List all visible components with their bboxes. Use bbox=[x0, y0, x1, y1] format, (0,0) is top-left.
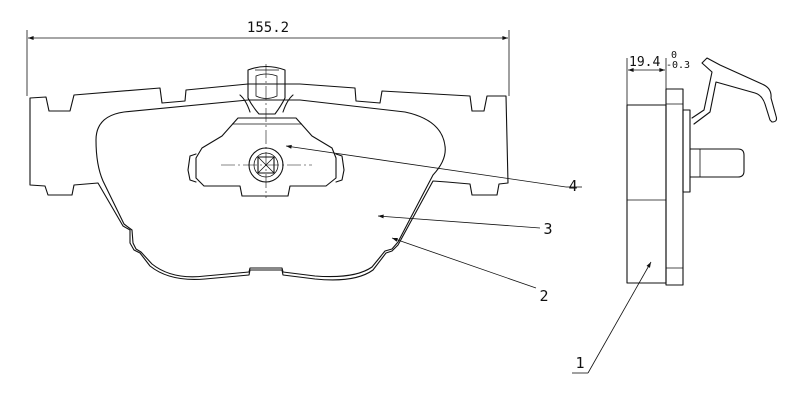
callout-2: 2 bbox=[539, 287, 548, 305]
wear-indicator-plate bbox=[195, 117, 337, 197]
callout-1: 1 bbox=[575, 354, 584, 372]
leader-2 bbox=[391, 237, 537, 289]
leader-3 bbox=[377, 214, 541, 229]
thickness-tol-lower: -0.3 bbox=[666, 60, 690, 71]
callout-3: 3 bbox=[543, 220, 552, 238]
width-dimension-text: 155.2 bbox=[247, 20, 289, 36]
plate-left-tab bbox=[187, 153, 197, 183]
friction-material-outline bbox=[95, 99, 446, 278]
front-view: 155.2 bbox=[26, 20, 510, 281]
side-view: 19.4 0 -0.3 bbox=[626, 50, 778, 286]
side-shim-strip bbox=[682, 109, 691, 193]
thickness-value-text: 19.4 bbox=[629, 55, 660, 70]
callouts: 4 3 2 1 bbox=[285, 144, 652, 374]
callout-4: 4 bbox=[568, 177, 577, 195]
side-backing-plate bbox=[665, 88, 684, 286]
side-friction-block bbox=[626, 104, 667, 284]
plate-right-tab bbox=[335, 153, 345, 183]
clip-inner-detail bbox=[255, 73, 278, 99]
spring-clip bbox=[691, 57, 778, 125]
leader-1 bbox=[587, 261, 652, 374]
center-clip-top bbox=[247, 65, 286, 115]
side-pin bbox=[689, 148, 745, 178]
leader-4 bbox=[285, 144, 567, 188]
clip-side-curves bbox=[239, 94, 294, 113]
backing-plate-outline bbox=[29, 83, 509, 281]
thickness-tol-upper: 0 bbox=[671, 50, 677, 61]
